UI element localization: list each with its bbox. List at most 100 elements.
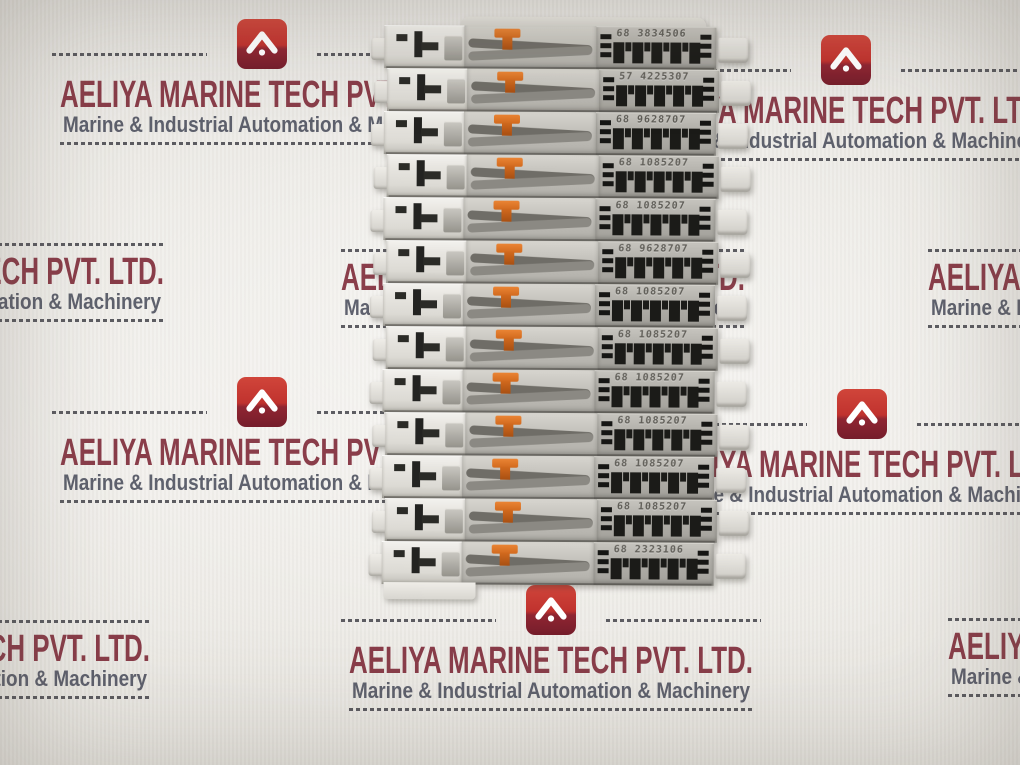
mounting-tab-right <box>720 166 751 192</box>
latch-slot <box>422 429 440 438</box>
module-list: 68 3834506 57 4225307 <box>368 25 753 586</box>
vent-slots-right <box>700 34 712 61</box>
vent-slots <box>616 85 705 107</box>
latch-clip <box>442 379 461 405</box>
tagline-text: Marine & Industrial Automation & Machine… <box>931 296 1020 320</box>
latch-slot <box>399 77 411 85</box>
module-hinge-section <box>466 240 599 285</box>
vent-slots <box>615 171 704 193</box>
mounting-tab-left <box>374 80 389 104</box>
mounting-tab-right <box>720 252 751 278</box>
dashed-divider <box>948 694 1020 697</box>
vent-slots-left <box>601 335 613 362</box>
vent-slots-left <box>601 421 613 448</box>
terminal-module: 68 9628707 <box>373 240 752 285</box>
dashed-divider <box>52 53 207 56</box>
company-name-text: AELIYA MARINE TECH PVT. LTD. <box>0 630 150 670</box>
vent-slots <box>612 214 701 236</box>
watermark-block: AELIYA MARINE TECH PVT. LTD. Marine & In… <box>0 243 172 322</box>
latch-slot <box>422 343 440 352</box>
company-name-text: AELIYA MARINE TECH PVT. LTD. <box>349 642 753 682</box>
module-latch-section <box>382 283 464 327</box>
orange-clip <box>494 28 521 50</box>
orange-clip <box>491 544 518 566</box>
mounting-tab-right <box>716 467 747 493</box>
latch-clip <box>446 250 465 276</box>
dashed-divider <box>0 620 150 623</box>
latch-clip <box>445 422 464 448</box>
vent-slots-right <box>702 163 714 190</box>
mounting-tab-right <box>718 510 749 536</box>
vent-slots-right <box>702 249 714 276</box>
latch-clip <box>443 207 462 233</box>
module-number: 68 1085207 <box>614 286 686 298</box>
latch-slot <box>397 421 409 429</box>
mounting-tab-left <box>370 123 385 147</box>
orange-clip <box>493 286 520 308</box>
vent-slots-left <box>598 292 611 319</box>
latch-slot <box>419 300 438 309</box>
latch-slot <box>424 85 442 94</box>
vent-slots <box>615 257 704 279</box>
latch-slot <box>395 292 407 300</box>
terminal-module: 68 1085207 <box>372 326 752 371</box>
module-label-plate: 68 9628707 <box>595 112 717 156</box>
vent-slots-left <box>603 77 615 104</box>
latch-slot <box>397 335 409 343</box>
terminal-module: 68 1085207 <box>369 369 748 414</box>
mounting-tab-left <box>369 381 384 405</box>
orange-clip <box>497 71 524 93</box>
vent-slots-left <box>599 206 611 233</box>
terminal-module: 68 2323106 <box>368 541 748 586</box>
module-latch-section <box>383 197 464 241</box>
terminal-module: 68 1085207 <box>369 283 749 328</box>
module-hinge-section <box>467 68 600 113</box>
aeliya-logo-icon <box>237 377 287 427</box>
vent-slots-left <box>600 507 612 534</box>
module-latch-section <box>385 412 466 456</box>
orange-clip <box>496 157 523 179</box>
module-latch-section <box>386 154 467 198</box>
dashed-divider <box>917 423 1020 426</box>
vent-slots-right <box>699 206 711 233</box>
module-label-plate: 68 1085207 <box>594 370 715 414</box>
dashed-divider <box>928 325 1020 328</box>
vent-slots-right <box>700 507 712 534</box>
watermark-logo-row <box>341 584 761 640</box>
dashed-divider <box>928 249 1020 252</box>
module-hinge-section <box>466 154 599 199</box>
tagline-text: Marine & Industrial Automation & Machine… <box>0 290 162 314</box>
module-latch-section <box>381 455 463 499</box>
vent-slots-left <box>602 163 614 190</box>
latch-clip <box>442 465 461 491</box>
vent-slots-right <box>703 77 715 104</box>
module-latch-section <box>382 369 463 413</box>
module-hinge-section <box>465 326 598 371</box>
latch-slot <box>420 128 438 137</box>
module-label-plate: 68 1085207 <box>595 198 716 242</box>
aeliya-logo-icon <box>821 35 871 85</box>
latch-slot <box>420 214 438 223</box>
mounting-tab-left <box>371 510 386 534</box>
terminal-module: 57 4225307 <box>374 68 753 113</box>
company-name-text: AELIYA MARINE TECH PVT. LTD. <box>948 628 1020 668</box>
orange-clip <box>495 415 522 437</box>
dashed-divider <box>948 618 1020 621</box>
module-number: 68 1085207 <box>618 157 690 169</box>
tagline-text: Marine & Industrial Automation & Machine… <box>352 679 751 703</box>
mounting-tab-left <box>370 209 385 233</box>
latch-slot <box>396 507 408 515</box>
module-latch-section <box>387 68 468 112</box>
module-hinge-section <box>462 369 595 414</box>
dashed-divider <box>901 69 1020 72</box>
module-hinge-section <box>461 455 595 500</box>
terminal-module-stack: 68 3834506 57 4225307 <box>368 16 753 600</box>
dashed-divider <box>60 500 464 503</box>
mounting-tab-right <box>718 37 749 63</box>
vent-slots-left <box>600 34 612 61</box>
mounting-tab-right <box>719 338 750 364</box>
dashed-divider <box>660 512 1020 515</box>
module-latch-section <box>385 326 466 370</box>
latch-slot <box>398 163 410 171</box>
mounting-tab-left <box>368 553 383 577</box>
